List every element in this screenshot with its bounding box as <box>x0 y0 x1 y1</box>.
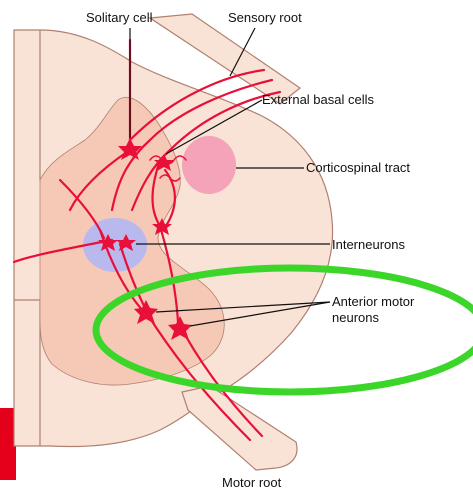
label-external-basal-cells: External basal cells <box>262 92 374 107</box>
anterior-motor-neuron-2 <box>168 316 192 340</box>
label-interneurons: Interneurons <box>332 237 405 252</box>
label-leaders <box>129 27 331 327</box>
highlight-ellipse <box>92 264 473 396</box>
label-motor-root: Motor root <box>222 475 282 490</box>
label-sensory-root: Sensory root <box>228 10 302 25</box>
synaptic-endings <box>149 155 187 182</box>
interneuron-cell-body-2 <box>116 234 136 251</box>
interneuron-cell-body-3 <box>152 218 172 235</box>
label-corticospinal-tract: Corticospinal tract <box>306 160 410 175</box>
label-solitary-cell: Solitary cell <box>86 10 153 25</box>
corticospinal-tract-region <box>182 136 236 194</box>
neuron-cells <box>98 138 192 340</box>
label-anterior-motor: Anterior motor <box>332 294 415 309</box>
label-anterior-motor-neurons: neurons <box>332 310 379 325</box>
anterior-motor-neuron-1 <box>134 300 158 324</box>
interneuron-zone <box>83 218 147 272</box>
interneuron-cell-body-1 <box>98 234 118 251</box>
solitary-cell-body <box>118 138 142 160</box>
left-edge-mark <box>0 408 16 480</box>
